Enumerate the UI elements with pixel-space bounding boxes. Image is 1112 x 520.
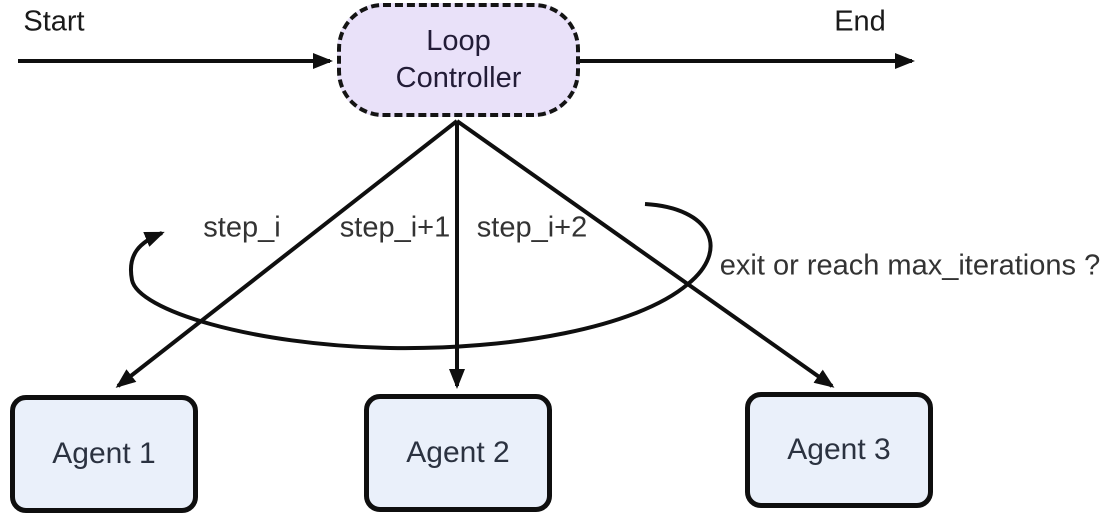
- agent-3-label: Agent 3: [787, 433, 891, 466]
- edge-label-step-i: step_i: [203, 211, 281, 244]
- loop-condition-label: exit or reach max_iterations ?: [719, 249, 1101, 282]
- agent-1-node: Agent 1: [10, 395, 198, 513]
- agent-2-node: Agent 2: [364, 394, 552, 512]
- agent-3-node: Agent 3: [745, 392, 933, 508]
- loop-controller-node: Loop Controller: [337, 3, 580, 117]
- edge-label-step-i1: step_i+1: [339, 211, 451, 244]
- loop-controller-label-line2: Controller: [395, 62, 522, 94]
- start-label: Start: [23, 5, 85, 38]
- edge-controller-agent1: [115, 119, 459, 388]
- agent-2-label: Agent 2: [406, 436, 510, 469]
- edge-controller-agent3: [455, 119, 835, 388]
- loop-back-arc: [128, 202, 713, 351]
- agent-1-label: Agent 1: [52, 437, 156, 470]
- loop-controller-label-line1: Loop: [426, 25, 491, 58]
- loop-controller-label: Loop Controller: [396, 23, 522, 96]
- edge-label-step-i2: step_i+2: [476, 211, 588, 244]
- end-label: End: [834, 5, 886, 38]
